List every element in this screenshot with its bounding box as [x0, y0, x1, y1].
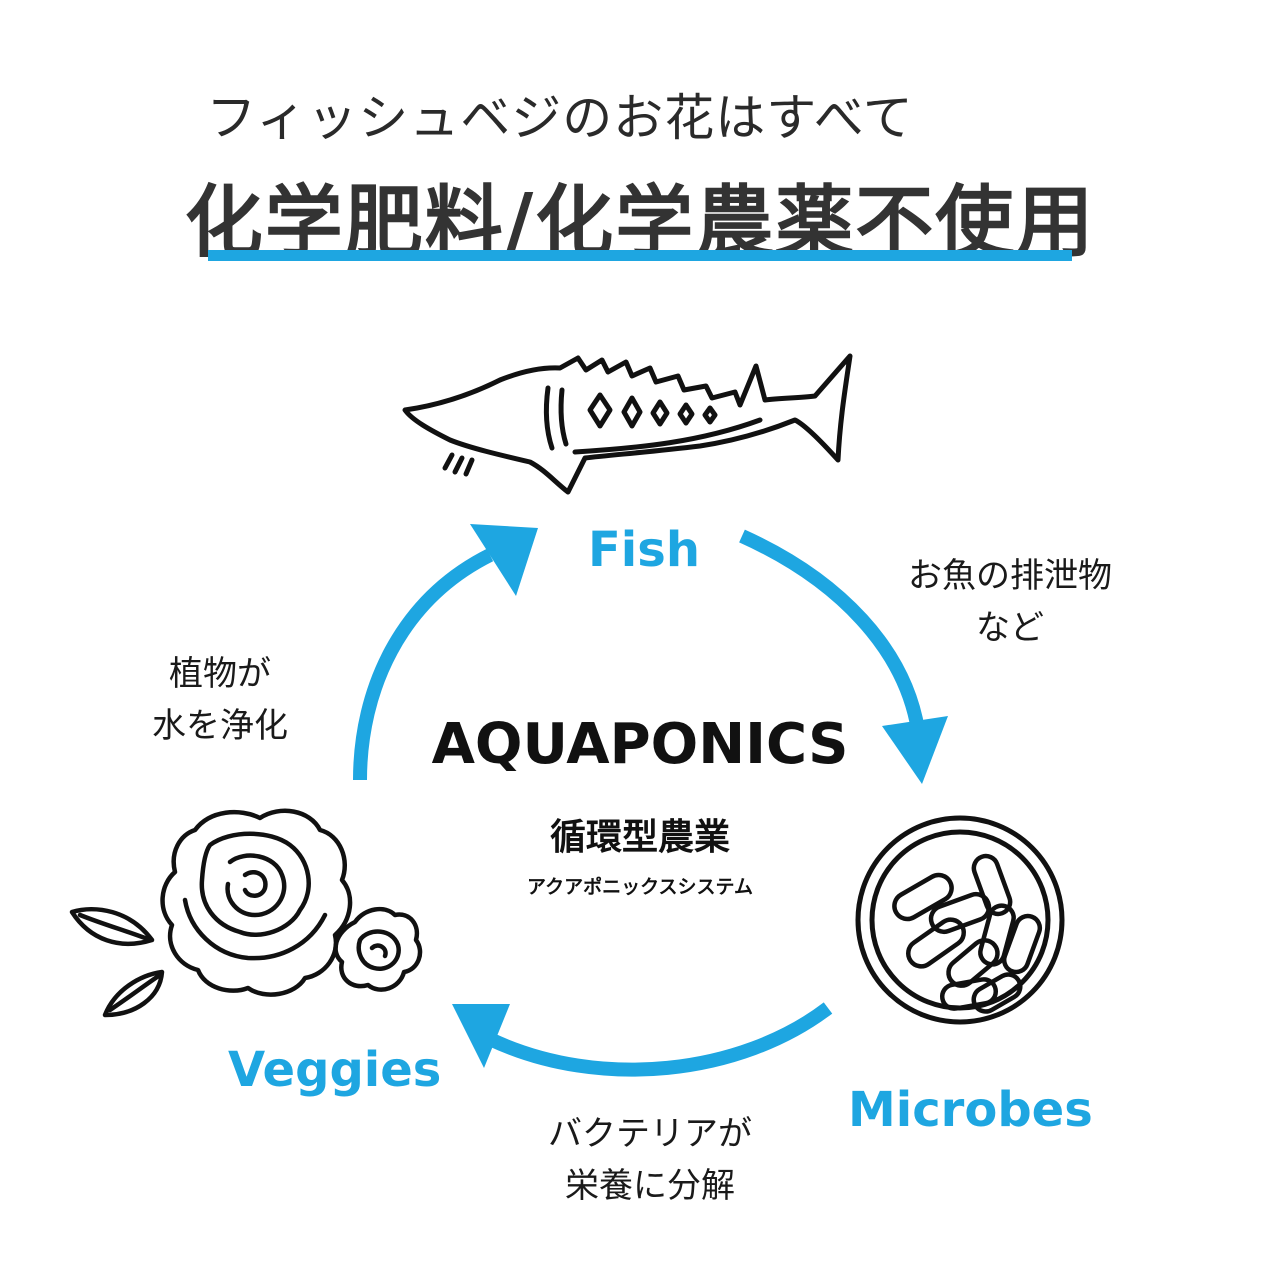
center-title: AQUAPONICS — [431, 712, 849, 777]
note-line: バクテリアが — [548, 1114, 752, 1154]
sturgeon-icon — [402, 353, 853, 495]
arrowhead-veggies — [452, 1004, 510, 1068]
note-line: 水を浄化 — [152, 706, 288, 746]
note-fish-to-microbes: お魚の排泄物 など — [890, 550, 1130, 654]
note-line: など — [976, 608, 1044, 648]
flower-icon — [69, 808, 423, 1018]
center-caption: アクアポニックスシステム — [527, 876, 753, 898]
bacteria-dish-icon — [855, 815, 1065, 1025]
microbes-label: Microbes — [848, 1082, 1093, 1138]
cycle-arrows — [353, 524, 948, 1077]
note-veggies-to-fish: 植物が 水を浄化 — [120, 648, 320, 752]
title-underline — [208, 250, 1072, 261]
note-microbes-to-veggies: バクテリアが 栄養に分解 — [530, 1108, 770, 1212]
arrow-microbes-to-veggies — [489, 1002, 833, 1077]
arrowhead-microbes — [882, 716, 948, 784]
note-line: 植物が — [169, 654, 271, 694]
arrow-veggies-to-fish — [353, 548, 494, 781]
veggies-label: Veggies — [228, 1042, 442, 1098]
arrowhead-fish — [470, 524, 538, 596]
center-subtitle: 循環型農業 — [549, 817, 730, 858]
subtitle: フィッシュベジのお花はすべて — [206, 89, 914, 147]
note-line: 栄養に分解 — [565, 1166, 735, 1206]
arrow-fish-to-microbes — [739, 529, 925, 732]
fish-label: Fish — [588, 522, 700, 578]
note-line: お魚の排泄物 — [908, 556, 1112, 596]
